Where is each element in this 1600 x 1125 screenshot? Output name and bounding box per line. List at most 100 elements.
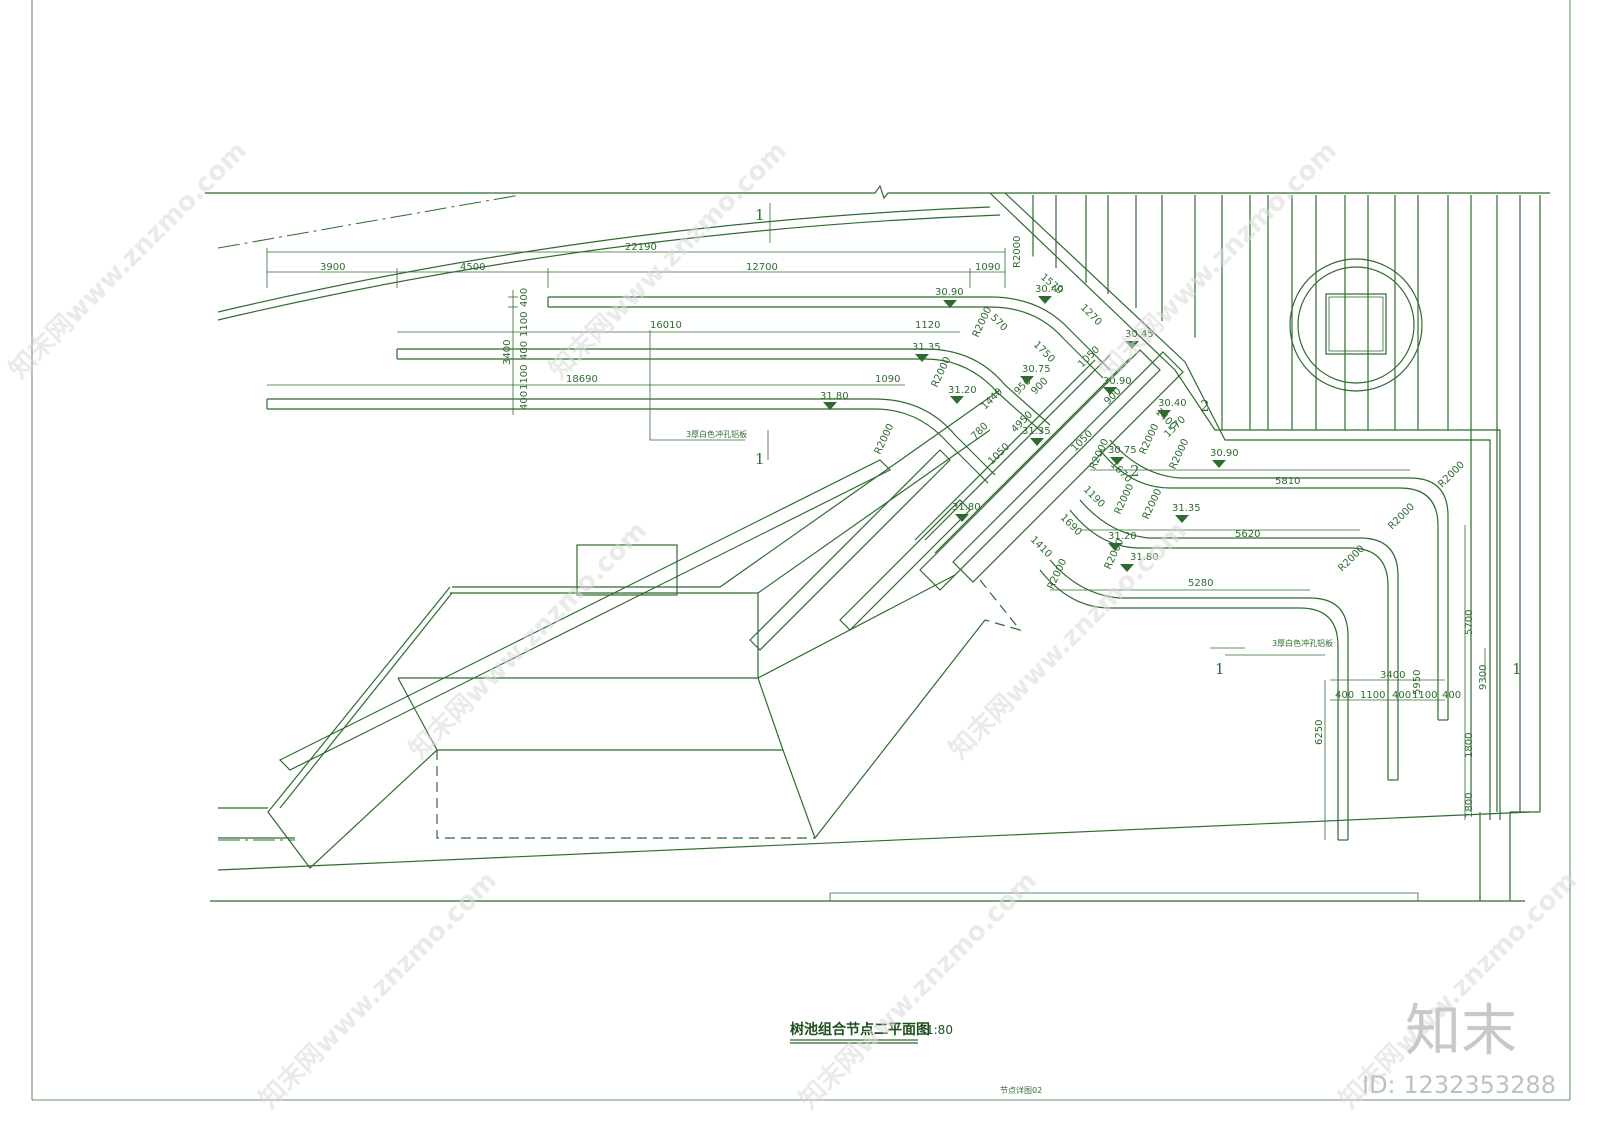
svg-text:31.80: 31.80: [952, 502, 981, 513]
svg-text:30.40: 30.40: [1035, 284, 1064, 295]
dimension-texts: 22190 3900 4500 12700 1090 R2000 16010 1…: [320, 236, 1489, 818]
dim-5700: 5700: [1464, 610, 1475, 635]
drawing-title-block: 树池组合节点二平面图 1:80 节点详图02: [790, 1021, 1042, 1095]
elevation-markers: 30.90 30.40 30.45 31.35 30.75 31.20 31.8…: [820, 284, 1239, 572]
dim-bottom-total: 3400: [1380, 670, 1405, 681]
dim-5620: 5620: [1235, 529, 1260, 540]
tree-pit: [1289, 258, 1423, 392]
central-beams: [914, 349, 1184, 591]
drawing-scale: 1:80: [926, 1023, 953, 1037]
svg-text:31.80: 31.80: [820, 391, 849, 402]
dim-vert-3: 400: [519, 341, 530, 360]
dim-1800-a: 1800: [1464, 733, 1475, 758]
dim-bottom-3: 400: [1392, 690, 1411, 701]
svg-text:31.35: 31.35: [912, 342, 941, 353]
section-mark: 1: [1215, 660, 1225, 678]
planter-structure: [267, 389, 1022, 869]
svg-text:30.75: 30.75: [1022, 364, 1051, 375]
diag-dim: 1750: [1031, 339, 1057, 365]
watermark-site: 知末网www.znzmo.com: [1094, 136, 1343, 385]
elevation-marker-11: 30.90: [1210, 448, 1239, 468]
watermark-site: 知末网www.znzmo.com: [404, 516, 653, 765]
svg-text:30.40: 30.40: [1158, 398, 1187, 409]
diag-dim: 1190: [1081, 484, 1107, 510]
elevation-marker-8: 30.90: [1103, 376, 1132, 395]
section-mark: 2: [1200, 397, 1210, 415]
dim-5810: 5810: [1275, 476, 1300, 487]
radius-label: R2000: [1113, 482, 1137, 516]
note-right: 3厚白色冲孔铝板: [1272, 638, 1333, 648]
elevation-marker-15: 31.20: [1108, 531, 1137, 551]
dim-seg-3: 12700: [746, 262, 778, 273]
dim-seg-4: 1090: [975, 262, 1000, 273]
watermark-id: ID: 1232353288: [1362, 1071, 1556, 1099]
dim-16010: 16010: [650, 320, 682, 331]
elevation-marker-7: 31.80: [820, 391, 849, 410]
radius-label: R2000: [1386, 501, 1417, 532]
diag-dim: 1410: [1028, 534, 1054, 560]
dim-radius-top: R2000: [1012, 236, 1023, 268]
sheet-name: 节点详图02: [1000, 1085, 1042, 1095]
dim-bottom-2: 1100: [1360, 690, 1385, 701]
section-mark: 2: [1130, 462, 1140, 480]
svg-text:30.75: 30.75: [1108, 445, 1137, 456]
diag-dim: 1690: [1058, 512, 1084, 538]
section-mark: 1: [755, 206, 765, 224]
dim-bottom-1: 400: [1335, 690, 1354, 701]
watermark-site: 知末网www.znzmo.com: [4, 136, 253, 385]
dim-1090: 1090: [875, 374, 900, 385]
watermarks: 知末网www.znzmo.com 知末网www.znzmo.com 知末网www…: [4, 136, 1583, 1115]
dim-seg-1: 3900: [320, 262, 345, 273]
svg-text:31.20: 31.20: [948, 385, 977, 396]
drawing-title: 树池组合节点二平面图: [790, 1021, 930, 1038]
svg-text:30.90: 30.90: [935, 287, 964, 298]
note-left: 3厚白色冲孔铝板: [686, 429, 747, 439]
dim-seg-2: 4500: [460, 262, 485, 273]
dimension-lines: [266, 203, 1486, 840]
bench-strips-left: [266, 296, 1111, 484]
svg-text:30.45: 30.45: [1125, 329, 1154, 340]
dim-vert-4: 1100: [519, 365, 530, 390]
dim-vert-total: 3400: [502, 340, 513, 365]
svg-text:31.35: 31.35: [1172, 503, 1201, 514]
elevation-marker-3: 30.45: [1125, 329, 1154, 349]
elevation-marker-16: 31.80: [1120, 552, 1159, 572]
elevation-marker-14: 31.35: [1172, 503, 1201, 523]
dim-9300: 9300: [1478, 665, 1489, 690]
bench-strips-diagonal: [278, 449, 971, 771]
elevation-marker-12: 30.75: [1108, 445, 1137, 465]
dim-1120: 1120: [915, 320, 940, 331]
elevation-marker-9: 31.35: [1022, 426, 1051, 446]
dim-1800-b: 1800: [1464, 793, 1475, 818]
watermark-brand: 知末: [1405, 999, 1517, 1064]
dim-vert-2: 1100: [519, 312, 530, 337]
svg-text:31.35: 31.35: [1022, 426, 1051, 437]
diag-dim: 900: [1029, 376, 1050, 397]
watermark-site: 知末网www.znzmo.com: [794, 866, 1043, 1115]
elevation-marker-13: 31.80: [952, 502, 981, 522]
dim-5950: 5950: [1412, 670, 1423, 695]
elevation-marker-5: 30.75: [1020, 364, 1051, 384]
elevation-marker-4: 31.35: [912, 342, 941, 362]
diag-dim: 1270: [1078, 302, 1104, 328]
section-marks: 1 1 1 1 2 2: [755, 206, 1522, 678]
svg-text:30.90: 30.90: [1103, 376, 1132, 387]
radius-label: R2000: [873, 422, 897, 456]
watermark-site: 知末网www.znzmo.com: [254, 866, 503, 1115]
dim-bottom-5: 400: [1442, 690, 1461, 701]
section-mark: 1: [755, 450, 765, 468]
radius-label: R2000: [1138, 422, 1162, 456]
watermark-site: 知末网www.znzmo.com: [944, 516, 1193, 765]
watermark-site: 知末网www.znzmo.com: [544, 136, 793, 385]
section-mark: 1: [1512, 660, 1522, 678]
svg-text:30.90: 30.90: [1210, 448, 1239, 459]
svg-text:31.20: 31.20: [1108, 531, 1137, 542]
diag-dim: 1050: [986, 441, 1012, 467]
sheet-frame: [31, 0, 1571, 1101]
elevation-marker-2: 30.40: [1035, 284, 1064, 304]
diag-dim: 780: [969, 421, 990, 442]
radius-label: R2000: [1168, 437, 1192, 471]
dim-18690: 18690: [566, 374, 598, 385]
dim-vert-1: 400: [519, 288, 530, 307]
